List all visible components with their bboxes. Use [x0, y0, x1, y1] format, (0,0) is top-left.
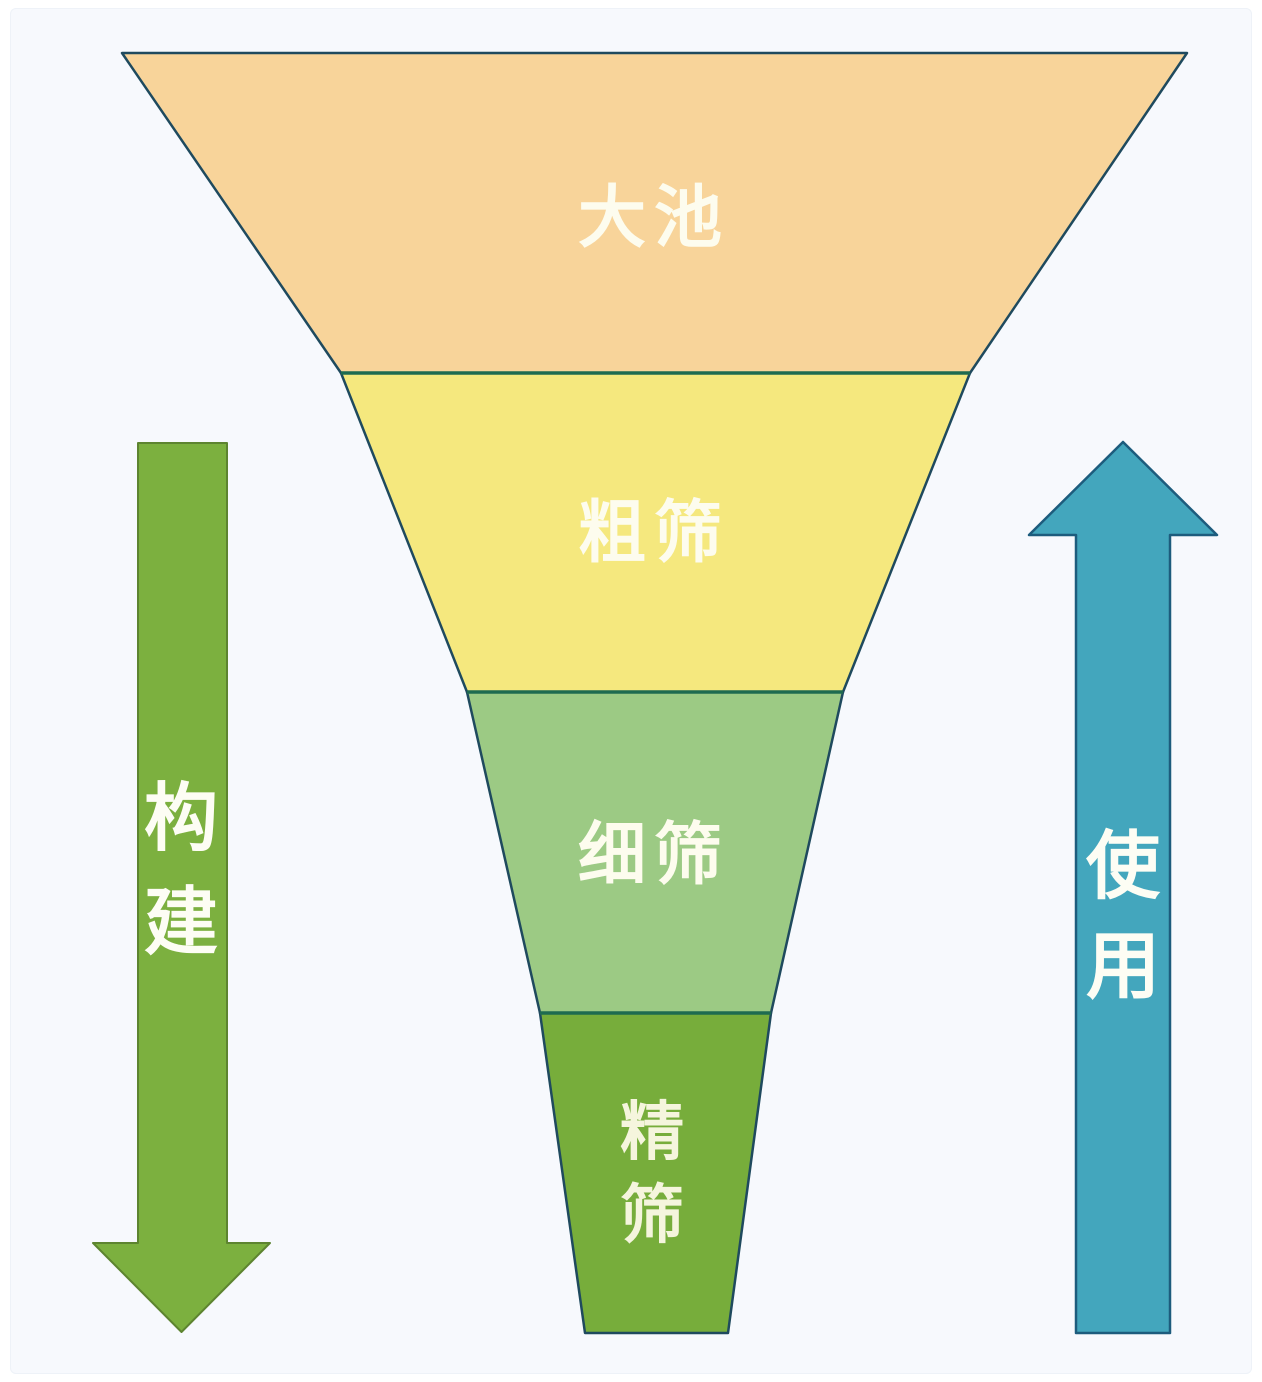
- use-label-char-2: 用: [1086, 925, 1160, 1008]
- build-label-char-1: 构: [144, 777, 218, 860]
- use-label-char-1: 使: [1086, 825, 1161, 908]
- funnel-label-fine-screen: 细筛: [578, 817, 730, 893]
- funnel-label-refine-char-1: 精: [620, 1096, 684, 1168]
- funnel-layer-refine-screen: [538, 1011, 773, 1335]
- funnel-label-coarse-screen: 粗筛: [578, 495, 730, 571]
- use-arrow-up: 使 用: [1027, 440, 1219, 1335]
- funnel-label-big-pool: 大池: [578, 180, 730, 256]
- funnel-label-refine-char-2: 筛: [620, 1179, 684, 1251]
- build-arrow-down: 构 建: [92, 442, 271, 1333]
- down-arrow-icon: [92, 442, 271, 1333]
- build-label-char-2: 建: [144, 881, 218, 964]
- funnel-label-refine-screen: 精 筛: [620, 1096, 684, 1251]
- funnel: 大池 粗筛 细筛 精 筛: [120, 51, 1189, 1335]
- up-arrow-icon: [1027, 440, 1219, 1335]
